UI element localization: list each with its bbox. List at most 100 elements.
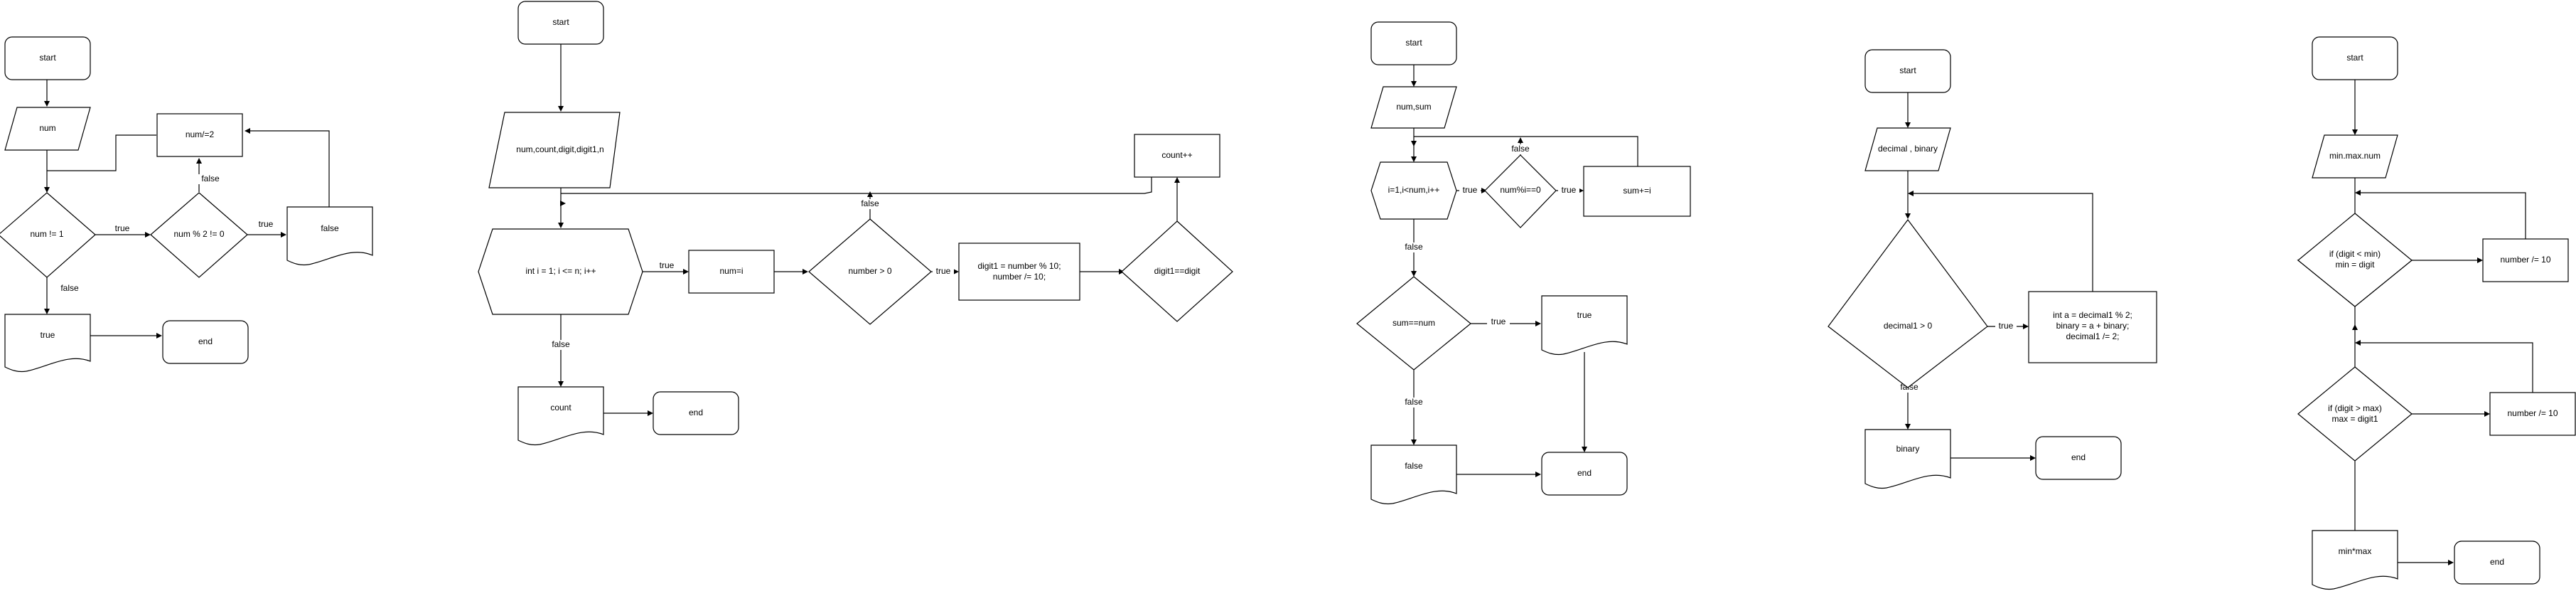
process-node-calc [2028, 291, 2157, 363]
decision-node-label: decimal1 > 0 [1884, 321, 1933, 331]
edge-label-bg [1401, 243, 1427, 252]
input-node-label: num [39, 123, 55, 133]
arrowhead [2477, 257, 2483, 263]
decision-node-2-label: digit1==digit [1154, 266, 1201, 276]
edge-op2-loop-back [2359, 342, 2533, 398]
process-node-assign [688, 250, 775, 294]
arrowhead [156, 333, 162, 339]
start-node [1370, 21, 1457, 65]
edge-false-loop-back [249, 130, 330, 207]
edge-op1-loop-back [2359, 192, 2526, 239]
edge-label-false-2: false [1405, 242, 1423, 252]
document-node-output-label: count [550, 403, 571, 412]
loop-node [478, 228, 643, 315]
edge-label-false-2: false [552, 339, 570, 349]
arrowhead [648, 410, 653, 416]
edge-inc-loop-back [561, 174, 1152, 194]
edge-div2-loop-back [47, 134, 156, 171]
arrowhead [1535, 472, 1541, 477]
edge-label-false-3: false [1405, 397, 1423, 407]
decision-node-1 [808, 218, 932, 325]
arrowhead [1535, 321, 1541, 326]
document-node-true [1541, 295, 1628, 356]
arrowhead [560, 201, 566, 206]
document-node-output-label: min*max [2339, 546, 2372, 556]
arrowhead [196, 158, 202, 164]
edge-label-true-1: true [1463, 185, 1478, 195]
edge-label-true-3-text: true [1491, 316, 1506, 326]
edge-label-bg [1995, 321, 2017, 331]
edge-label-true-2: true [936, 266, 951, 276]
edge-label-false-1: false [861, 198, 879, 208]
edge-label-bg [111, 223, 134, 233]
decision-node-2 [2297, 366, 2413, 462]
loop-node [1370, 161, 1457, 220]
edge-label-bg [1896, 383, 1922, 393]
end-node [2035, 436, 2122, 480]
document-node-true-label: true [1577, 310, 1592, 320]
start-node [2312, 36, 2398, 80]
document-node-false-label: false [321, 223, 339, 233]
arrowhead [558, 381, 564, 387]
arrowhead [1481, 188, 1487, 193]
edge-label-bg [198, 174, 223, 184]
decision-node-1-label: num != 1 [30, 229, 63, 239]
end-node-label: end [1577, 468, 1592, 478]
process-node-calc-line2: binary = a + binary; [2056, 321, 2130, 331]
arrowhead [1411, 440, 1417, 445]
start-node [517, 1, 604, 45]
input-node [1370, 86, 1457, 129]
flowchart-2: true false true false start num,count,di… [478, 1, 1233, 446]
edge-label-bg [933, 267, 954, 277]
process-node-inc-label: count++ [1161, 150, 1192, 160]
edge-label-true-1: true [115, 223, 130, 233]
edge-label-false-1: false [1511, 144, 1530, 154]
process-node-calc-line1: digit1 = number % 10; [977, 261, 1061, 271]
process-node-assign-label: num=i [719, 266, 743, 276]
arrowhead [558, 223, 564, 228]
arrowhead [1411, 81, 1417, 87]
start-node [1864, 49, 1951, 93]
decision-node-1-line1: if (digit < min) [2329, 249, 2381, 259]
edge-label-bg [857, 199, 883, 209]
arrowhead [145, 232, 151, 238]
decision-node-1-label: num%i==0 [1500, 185, 1541, 195]
process-node-calc-line3: decimal1 /= 2; [2066, 331, 2119, 341]
arrowhead [1908, 191, 1914, 196]
start-node-label: start [552, 17, 569, 27]
process-node-div2 [156, 113, 243, 157]
process-node-sum-label: sum+=i [1623, 186, 1651, 196]
process-node-sum [1583, 166, 1691, 217]
arrowhead [2352, 324, 2358, 330]
end-node [2454, 541, 2540, 585]
arrowhead [867, 191, 873, 197]
arrowhead [2448, 560, 2454, 565]
input-node-label: num,count,digit,digit1,n [516, 144, 603, 154]
start-node-label: start [1899, 65, 1916, 75]
arrowhead [2484, 411, 2490, 417]
loop-node-label: int i = 1; i <= n; i++ [525, 266, 596, 276]
edge-label-false-2: false [201, 174, 220, 183]
end-node [653, 391, 739, 435]
process-node-op1-label: number /= 10 [2500, 255, 2550, 265]
decision-node-2-line1: if (digit > max) [2328, 403, 2382, 413]
flowchart-1: true false false true start num num/=2 n… [0, 36, 373, 373]
edge-label-bg [1558, 186, 1579, 196]
document-node-output [1864, 429, 1951, 489]
document-node-true [4, 314, 91, 373]
arrowhead [1174, 177, 1180, 183]
decision-node-1-line2: min = digit [2335, 260, 2375, 270]
edge-calc-loop-back [1912, 193, 2093, 292]
flowchart-4: true false start decimal , binary decima… [1828, 49, 2157, 489]
input-node [1864, 127, 1951, 171]
decision-node-2 [1356, 276, 1471, 371]
edge-label-true-2: true [1562, 185, 1577, 195]
input-node [4, 107, 91, 151]
process-node-op2 [2489, 392, 2576, 436]
arrowhead [1518, 137, 1523, 143]
arrowhead [245, 128, 250, 134]
arrowhead [1905, 122, 1911, 128]
process-node-inc [1134, 134, 1220, 178]
arrowhead [44, 187, 50, 193]
